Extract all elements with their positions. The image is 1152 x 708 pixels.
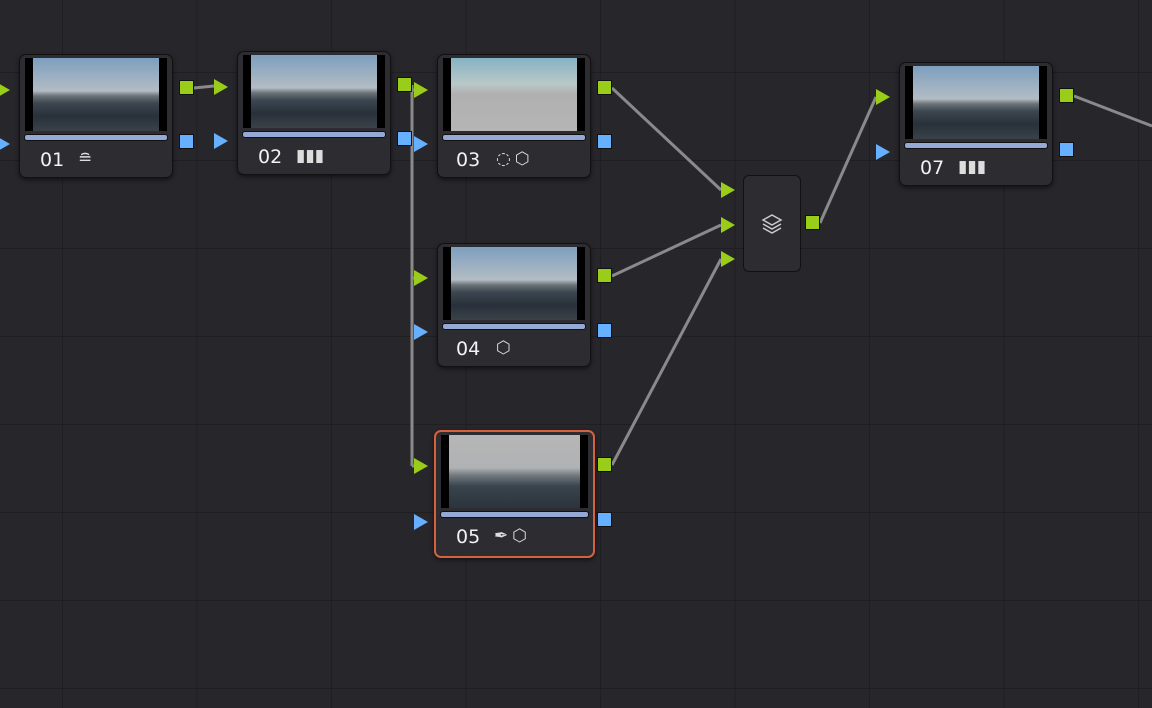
node-label: 03 xyxy=(456,149,481,171)
thumbnail xyxy=(443,58,585,131)
node-label: 02 xyxy=(258,146,283,168)
rgb-output-port[interactable] xyxy=(397,77,412,92)
node-bar xyxy=(442,134,586,141)
rgb-output-port[interactable] xyxy=(179,80,194,95)
curves-icon: ▮▮▮ xyxy=(958,157,987,177)
rgb-output-port[interactable] xyxy=(1059,88,1074,103)
rgb-output-port[interactable] xyxy=(597,80,612,95)
qualifier-picker-icon: ✒ xyxy=(494,526,509,546)
mixer-input-port[interactable] xyxy=(721,217,735,233)
node-bar xyxy=(24,134,168,141)
blur-icon: ≘ xyxy=(78,149,93,169)
mixer-output-port[interactable] xyxy=(805,215,820,230)
node-label: 05 xyxy=(456,526,481,548)
rgb-input-port[interactable] xyxy=(414,270,428,286)
rgb-input-port[interactable] xyxy=(876,89,890,105)
node-02[interactable]: 02 ▮▮▮ xyxy=(237,51,391,175)
alpha-input-port[interactable] xyxy=(414,136,428,152)
alpha-input-port[interactable] xyxy=(0,136,10,152)
alpha-output-port[interactable] xyxy=(1059,142,1074,157)
curves-icon: ▮▮▮ xyxy=(296,146,325,166)
alpha-output-port[interactable] xyxy=(179,134,194,149)
rgb-input-port[interactable] xyxy=(414,458,428,474)
thumbnail xyxy=(443,247,585,320)
node-01[interactable]: 01 ≘ xyxy=(19,54,173,178)
node-05[interactable]: 05 ✒⬡ xyxy=(434,430,595,558)
node-label: 01 xyxy=(40,149,65,171)
node-07[interactable]: 07 ▮▮▮ xyxy=(899,62,1053,186)
alpha-input-port[interactable] xyxy=(414,324,428,340)
alpha-output-port[interactable] xyxy=(597,134,612,149)
node-bar xyxy=(904,142,1048,149)
node-label: 04 xyxy=(456,338,481,360)
alpha-input-port[interactable] xyxy=(214,133,228,149)
window-icon: ◌ xyxy=(496,149,511,169)
thumbnail xyxy=(243,55,385,128)
thumbnail xyxy=(25,58,167,131)
node-03[interactable]: 03 ◌⬡ xyxy=(437,54,591,178)
node-bar xyxy=(442,323,586,330)
thumbnail xyxy=(905,66,1047,139)
magic-mask-icon: ⬡ xyxy=(512,526,528,546)
magic-mask-icon: ⬡ xyxy=(496,338,511,358)
alpha-output-port[interactable] xyxy=(597,323,612,338)
thumbnail xyxy=(441,435,588,508)
rgb-input-port[interactable] xyxy=(414,82,428,98)
rgb-output-port[interactable] xyxy=(597,268,612,283)
layers-icon xyxy=(761,214,783,234)
mixer-input-port[interactable] xyxy=(721,251,735,267)
mixer-input-port[interactable] xyxy=(721,182,735,198)
node-04[interactable]: 04 ⬡ xyxy=(437,243,591,367)
rgb-output-port[interactable] xyxy=(597,457,612,472)
layer-mixer-node[interactable] xyxy=(743,175,801,272)
rgb-input-port[interactable] xyxy=(0,82,10,98)
alpha-input-port[interactable] xyxy=(414,514,428,530)
magic-mask-icon: ⬡ xyxy=(514,149,530,169)
rgb-input-port[interactable] xyxy=(214,79,228,95)
alpha-input-port[interactable] xyxy=(876,144,890,160)
alpha-output-port[interactable] xyxy=(597,512,612,527)
node-bar xyxy=(440,511,589,518)
node-bar xyxy=(242,131,386,138)
alpha-output-port[interactable] xyxy=(397,131,412,146)
node-label: 07 xyxy=(920,157,945,179)
